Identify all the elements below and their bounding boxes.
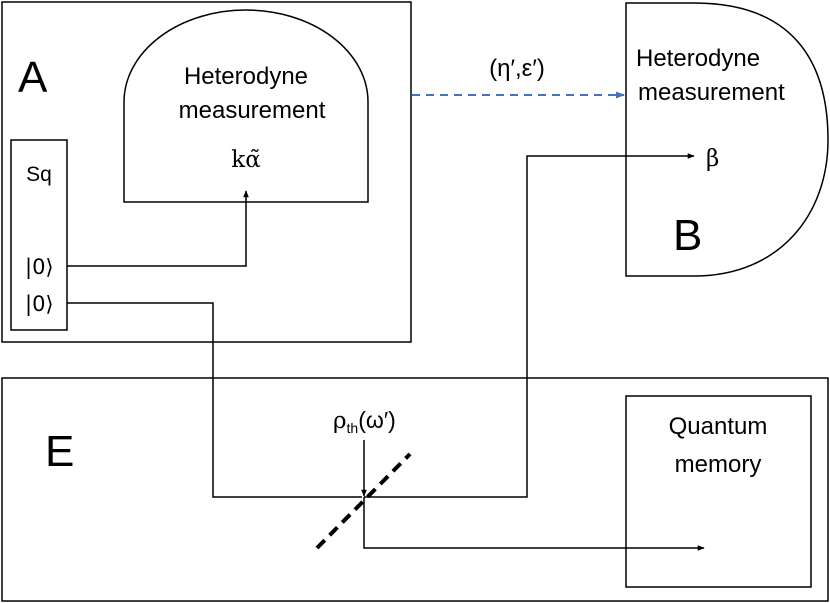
beam-splitter <box>315 452 412 550</box>
quantum-memory-label-line2: memory <box>675 451 762 478</box>
mode-line-to-memory <box>363 497 705 551</box>
channel-label: (η′,ε′) <box>489 55 545 82</box>
detector-b-output: β <box>706 146 719 172</box>
squeezer-label: Sq <box>26 163 52 186</box>
squeezer-box <box>10 139 68 331</box>
detector-b-label-line2: measurement <box>638 79 785 106</box>
detector-a-shape <box>123 9 369 203</box>
thermal-state-label: ρth(ω′) <box>333 407 396 436</box>
panel-a-box <box>1 1 412 343</box>
mode-line-to-detector-a <box>67 190 249 267</box>
detector-a-label-line2: measurement <box>179 97 326 124</box>
panel-a-letter: A <box>18 53 48 102</box>
mode-line-to-detector-b <box>364 153 695 498</box>
detector-a-output: kα̃ <box>231 147 260 173</box>
ket-bottom: |0⟩ <box>25 292 54 317</box>
ket-top: |0⟩ <box>25 255 54 280</box>
thermal-argument: (ω′) <box>358 407 396 433</box>
thermal-rho: ρ <box>333 408 347 434</box>
detector-b-shape <box>625 2 829 277</box>
panel-e-box <box>1 377 829 602</box>
mode-line-to-beamsplitter <box>67 302 362 498</box>
detector-a-label-line1: Heterodyne <box>184 63 308 90</box>
thermal-subscript: th <box>347 420 359 436</box>
panel-e-letter: E <box>45 427 74 476</box>
detector-b-label-line1: Heterodyne <box>636 45 760 72</box>
panel-b-letter: B <box>673 211 702 260</box>
quantum-memory-box <box>625 395 812 588</box>
quantum-memory-label-line1: Quantum <box>669 413 768 440</box>
